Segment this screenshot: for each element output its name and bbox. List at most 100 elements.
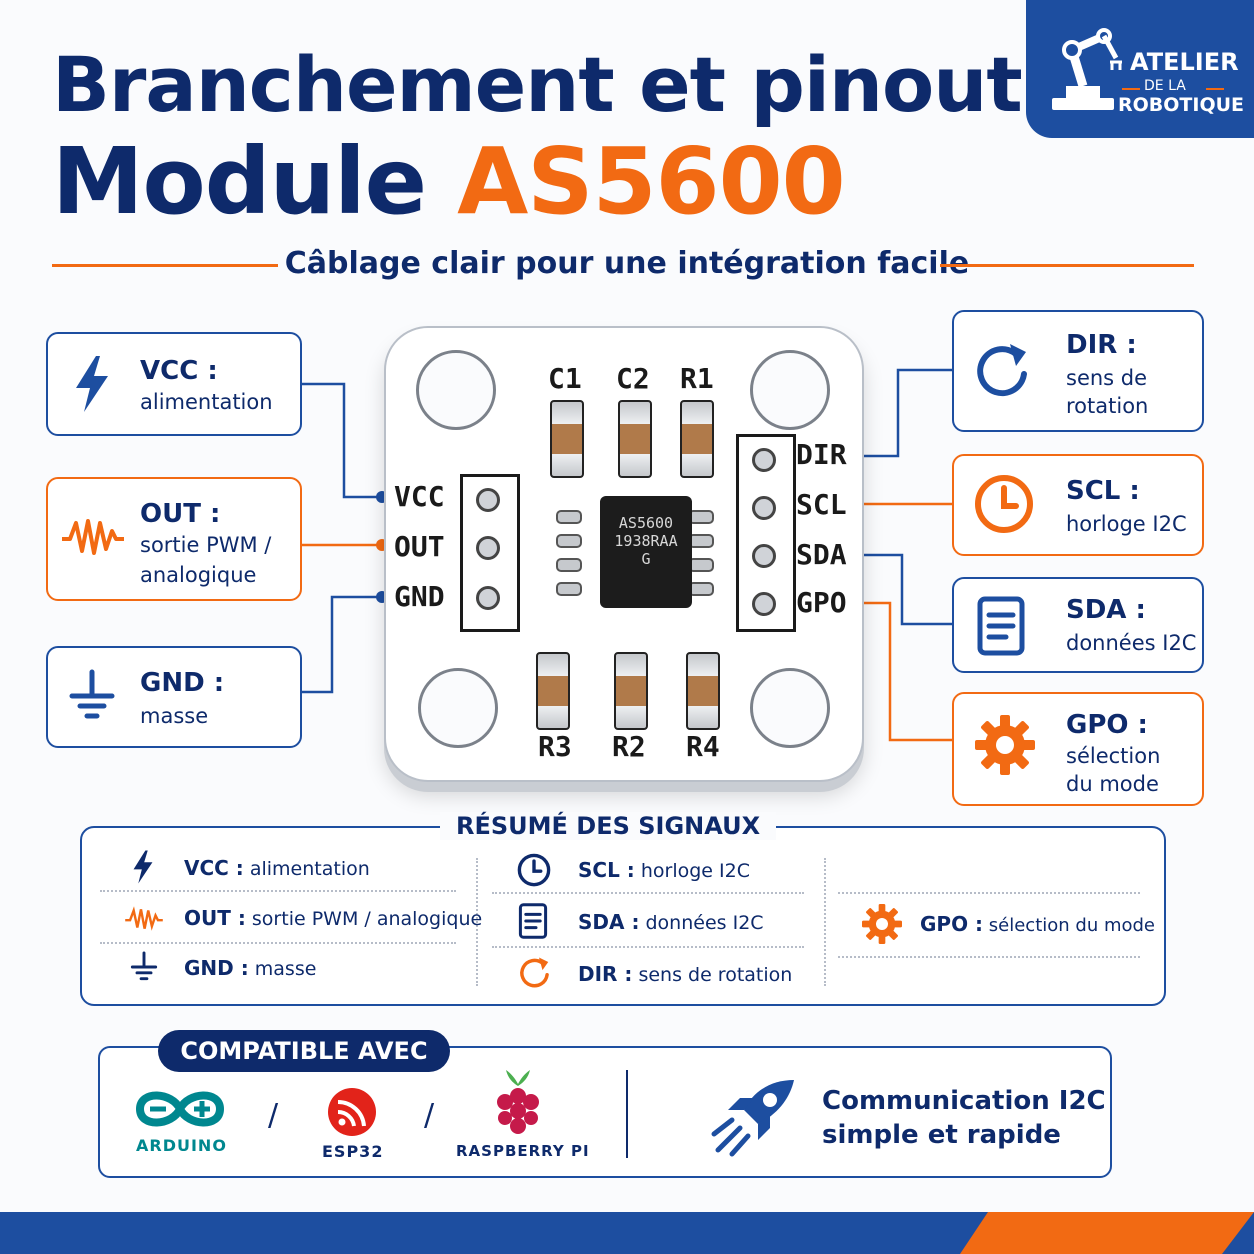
mount-hole-top-left <box>416 350 496 430</box>
summary-gnd: GND : masse <box>184 956 316 980</box>
summary-vcc-desc: alimentation <box>249 858 370 880</box>
label-r4: R4 <box>686 730 720 763</box>
as5600-chip: AS5600 1938RAA G <box>600 496 692 608</box>
robot-arm-icon <box>1052 28 1122 110</box>
pin-gnd-desc: masse <box>140 704 209 728</box>
summary-title: RÉSUMÉ DES SIGNAUX <box>440 812 777 840</box>
chip-leg <box>556 558 582 572</box>
wave-icon <box>125 906 163 931</box>
board-label-gnd: GND <box>394 580 445 613</box>
component-r1 <box>680 400 714 478</box>
esp32-logo-icon <box>328 1088 376 1136</box>
brand-esp32: ESP32 <box>322 1142 384 1161</box>
summary-separator <box>100 890 456 892</box>
chip-marking-1: AS5600 <box>618 514 674 532</box>
board-label-dir: DIR <box>796 438 847 471</box>
summary-gnd-desc: masse <box>254 958 317 980</box>
summary-scl-desc: horloge I2C <box>640 860 750 882</box>
pin-card-out: OUT : sortie PWM / analogique <box>46 477 302 601</box>
pad-sda <box>752 544 776 568</box>
label-c1: C1 <box>548 362 582 395</box>
summary-gpo-name: GPO : <box>920 912 984 936</box>
summary-sda-desc: données I2C <box>645 912 764 934</box>
pad-vcc <box>476 488 500 512</box>
summary-gnd-name: GND : <box>184 956 249 980</box>
pin-scl-title: SCL : <box>1066 476 1140 506</box>
page-title-line1: Branchement et pinout <box>52 40 1023 129</box>
pin-out-desc1: sortie PWM / <box>140 533 272 557</box>
compat-divider <box>626 1070 628 1158</box>
pin-out-desc2: analogique <box>140 563 257 587</box>
summary-gpo: GPO : sélection du mode <box>920 912 1155 936</box>
ground-icon <box>69 669 115 719</box>
component-c2 <box>618 400 652 478</box>
subtitle: Câblage clair pour une intégration facil… <box>284 246 970 281</box>
label-r1: R1 <box>680 362 714 395</box>
gear-icon <box>975 715 1035 775</box>
summary-dir-desc: sens de rotation <box>638 964 793 986</box>
pin-sda-desc: données I2C <box>1066 631 1197 655</box>
chip-leg <box>556 534 582 548</box>
brand-separator: / <box>424 1098 435 1133</box>
board-label-scl: SCL <box>796 488 847 521</box>
summary-scl: SCL : horloge I2C <box>578 858 750 882</box>
rotate-icon <box>520 957 549 988</box>
mount-hole-bottom-left <box>418 668 498 748</box>
signal-summary <box>80 826 1166 1006</box>
pin-card-sda: SDA : données I2C <box>952 577 1204 673</box>
summary-dir: DIR : sens de rotation <box>578 962 792 986</box>
clock-icon <box>517 853 551 887</box>
brand-separator: / <box>268 1098 279 1133</box>
pin-sda-title: SDA : <box>1066 595 1146 625</box>
pin-gpo-desc2: du mode <box>1066 772 1159 796</box>
document-icon <box>518 903 548 939</box>
pin-gpo-title: GPO : <box>1066 710 1148 740</box>
chip-marking-3: G <box>641 550 651 568</box>
rotate-icon <box>977 344 1027 397</box>
summary-separator <box>838 892 1140 894</box>
brand-arduino: ARDUINO <box>136 1136 227 1155</box>
pad-scl <box>752 496 776 520</box>
pin-vcc-title: VCC : <box>140 356 218 386</box>
logo-dash-left <box>1122 88 1140 90</box>
label-r2: R2 <box>612 730 646 763</box>
subtitle-rule-right <box>940 264 1194 267</box>
page-title-line2: Module AS5600 <box>52 128 846 235</box>
summary-out: OUT : sortie PWM / analogique <box>184 906 482 930</box>
clock-icon <box>975 475 1033 533</box>
pad-dir <box>752 448 776 472</box>
summary-divider <box>824 858 826 986</box>
summary-out-name: OUT : <box>184 906 246 930</box>
pin-card-dir: DIR : sens de rotation <box>952 310 1204 432</box>
board-label-sda: SDA <box>796 538 847 571</box>
lightning-icon <box>133 850 153 884</box>
logo-dash-right <box>1206 88 1224 90</box>
pad-gnd <box>476 586 500 610</box>
logo-line1: ATELIER <box>1130 48 1239 76</box>
compat-note-line2: simple et rapide <box>822 1120 1061 1150</box>
board-label-gpo: GPO <box>796 586 847 619</box>
summary-vcc: VCC : alimentation <box>184 856 370 880</box>
pin-gpo-desc1: sélection <box>1066 744 1161 768</box>
pad-out <box>476 536 500 560</box>
board-label-out: OUT <box>394 530 445 563</box>
footer-accent <box>960 1212 1254 1254</box>
label-c2: C2 <box>616 362 650 395</box>
pin-card-gpo: GPO : sélection du mode <box>952 692 1204 806</box>
mount-hole-bottom-right <box>750 668 830 748</box>
right-pin-header <box>736 434 796 632</box>
pin-vcc-desc: alimentation <box>140 390 273 414</box>
compatibility-tag: COMPATIBLE AVEC <box>158 1030 450 1072</box>
brand-raspberry-pi: RASPBERRY PI <box>456 1142 590 1160</box>
compat-note-line1: Communication I2C <box>822 1086 1106 1116</box>
pin-card-gnd: GND : masse <box>46 646 302 748</box>
pin-scl-desc: horloge I2C <box>1066 512 1187 536</box>
summary-vcc-name: VCC : <box>184 856 244 880</box>
pin-card-scl: SCL : horloge I2C <box>952 454 1204 556</box>
component-r3 <box>536 652 570 730</box>
summary-gpo-desc: sélection du mode <box>988 915 1156 936</box>
summary-separator <box>492 946 804 948</box>
wave-icon <box>62 519 124 555</box>
component-c1 <box>550 400 584 478</box>
summary-dir-name: DIR : <box>578 962 633 986</box>
